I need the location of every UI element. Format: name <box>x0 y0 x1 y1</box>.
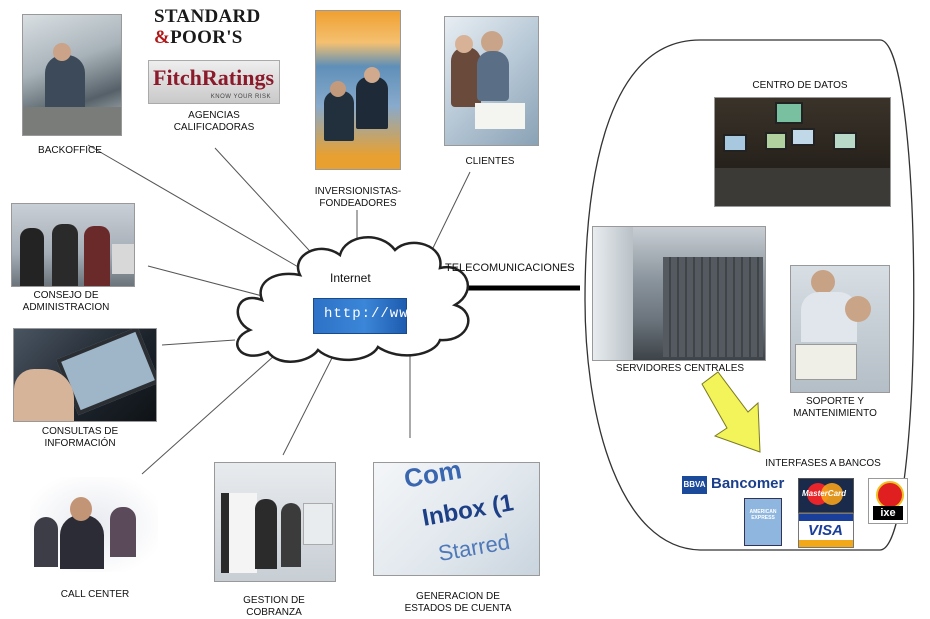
sp-amp: & <box>154 27 171 48</box>
label-centro-datos: CENTRO DE DATOS <box>752 80 848 91</box>
label-call-center: CALL CENTER <box>60 589 130 600</box>
mastercard-text: MasterCard <box>802 489 847 498</box>
inbox-text-1: Com <box>401 462 464 494</box>
yellow-arrow <box>701 371 761 453</box>
sp-line2: POOR'S <box>170 27 243 48</box>
label-consejo: CONSEJO DE ADMINISTRACION <box>22 290 110 313</box>
label-agencias: AGENCIAS CALIFICADORAS <box>173 110 255 133</box>
telecom-label: TELECOMUNICACIONES <box>445 262 575 274</box>
line-consejo <box>147 265 271 299</box>
http-banner: http://ww <box>313 298 409 334</box>
line-agencias <box>214 147 319 261</box>
fitch-ratings-logo: FitchRatings KNOW YOUR RISK <box>148 60 280 104</box>
label-inversionistas: INVERSIONISTAS- FONDEADORES <box>314 186 402 209</box>
standard-poors-logo: STANDARD &POOR'S <box>154 6 261 52</box>
centro-datos-photo <box>714 97 891 207</box>
label-interfases: INTERFASES A BANCOS <box>765 458 881 469</box>
soporte-photo <box>790 265 890 393</box>
line-backoffice <box>87 144 301 269</box>
bancomer-text: Bancomer <box>711 475 785 492</box>
label-backoffice: BACKOFFICE <box>38 145 102 156</box>
internet-label: Internet <box>330 271 371 285</box>
ixe-logo: ixe <box>868 478 908 524</box>
label-soporte: SOPORTE Y MANTENIMIENTO <box>793 396 877 419</box>
line-call-center <box>141 354 276 475</box>
http-text: http://ww <box>324 306 409 322</box>
ixe-text: ixe <box>873 506 903 520</box>
bbva-text: BBVA <box>682 476 707 494</box>
call-center-photo <box>30 477 158 572</box>
line-gestion <box>282 351 336 456</box>
label-servidores: SERVIDORES CENTRALES <box>615 363 745 374</box>
bbva-bancomer-logo: BBVA Bancomer <box>682 475 785 495</box>
inversionistas-photo <box>315 10 401 170</box>
amex-logo: AMERICAN EXPRESS <box>744 498 782 546</box>
mastercard-logo: MasterCard <box>798 478 854 513</box>
visa-logo: VISA <box>798 513 854 548</box>
clientes-photo <box>444 16 539 146</box>
inbox-text-2: Inbox (1 <box>420 489 516 532</box>
label-generacion: GENERACION DE ESTADOS DE CUENTA <box>404 591 512 614</box>
consultas-photo <box>13 328 157 422</box>
line-clientes <box>431 171 471 251</box>
backoffice-photo <box>22 14 122 136</box>
servidores-photo <box>592 226 766 361</box>
visa-text: VISA <box>808 522 844 539</box>
label-gestion: GESTION DE COBRANZA <box>243 595 305 618</box>
gestion-photo <box>214 462 336 582</box>
amex-text: AMERICAN EXPRESS <box>749 509 777 521</box>
label-clientes: CLIENTES <box>465 156 515 167</box>
consejo-photo <box>11 203 135 287</box>
fitch-sub: KNOW YOUR RISK <box>210 94 271 100</box>
label-consultas: CONSULTAS DE INFORMACIÓN <box>41 426 119 449</box>
inbox-text-3: Starred <box>436 528 512 567</box>
fitch-text: FitchRatings <box>153 65 274 90</box>
generacion-photo: Com Inbox (1 Starred <box>373 462 540 576</box>
line-consultas <box>161 339 236 346</box>
sp-line1: STANDARD <box>154 6 261 27</box>
